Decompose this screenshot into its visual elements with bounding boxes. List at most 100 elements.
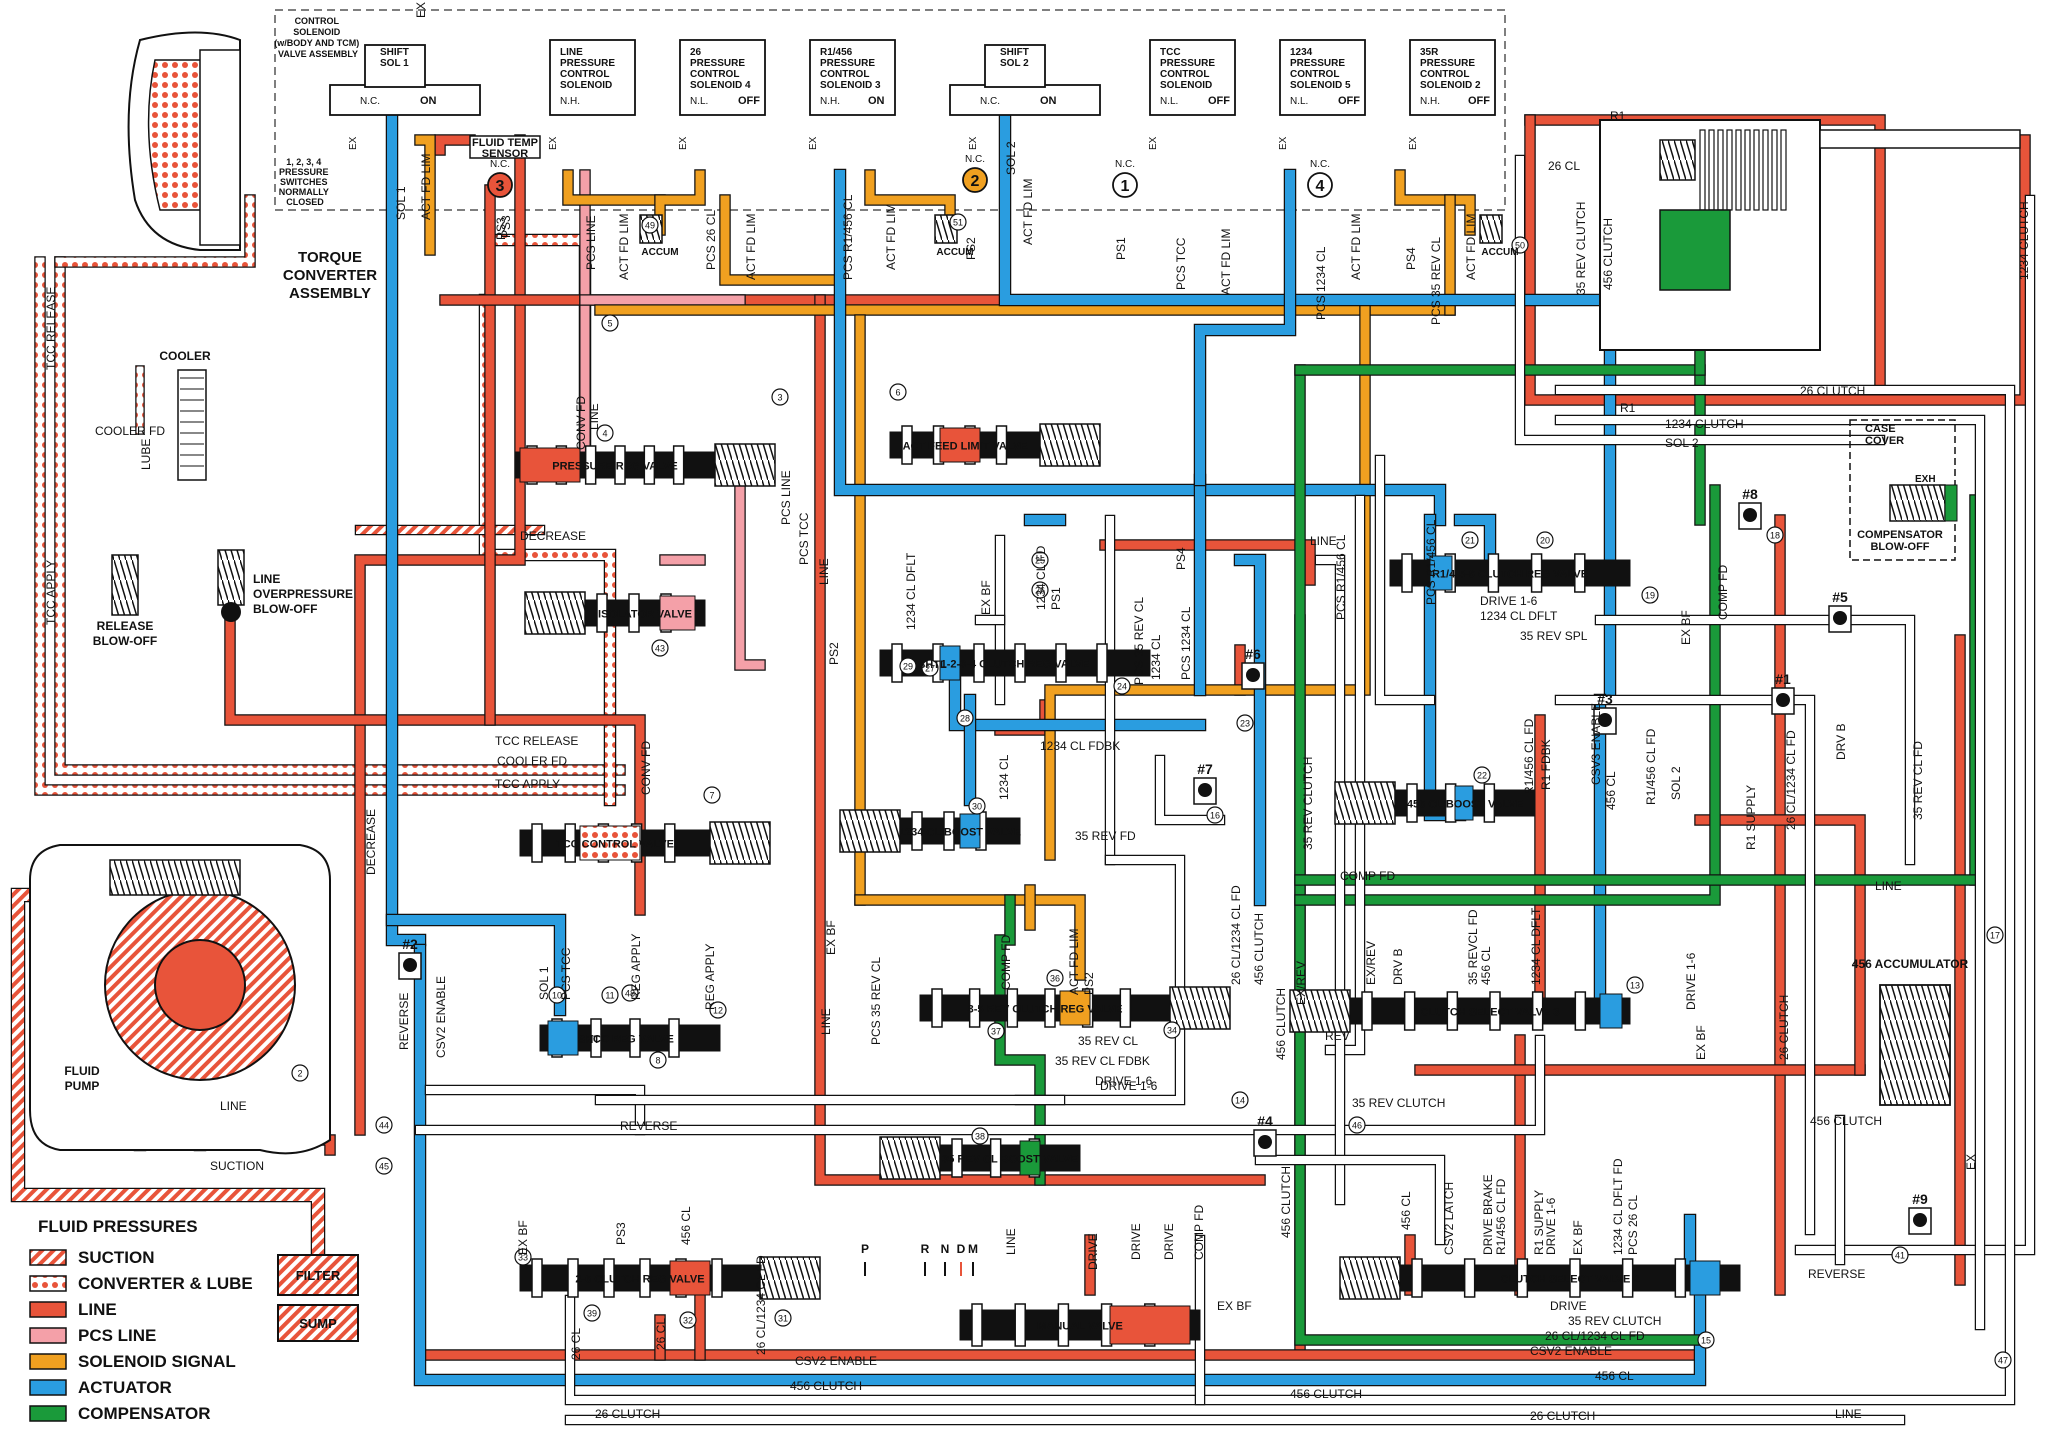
valve-land <box>1574 991 1587 1031</box>
passage-label: LINE <box>220 1099 247 1113</box>
orifice-number: 7 <box>709 791 714 801</box>
valve-land <box>943 811 955 851</box>
passage-label: 1234 CL DFLT <box>1480 609 1558 623</box>
solenoid-type: N.C. <box>980 96 1000 107</box>
valve-land <box>1361 991 1373 1031</box>
solenoid-type: N.H. <box>560 96 580 107</box>
solenoid-title: 26 <box>690 47 702 58</box>
orifice-number: 43 <box>655 644 665 654</box>
solenoid-title: CONTROL <box>1420 69 1469 80</box>
clutch-plate <box>1753 129 1760 211</box>
solenoid-exhaust-label: EX <box>808 136 819 150</box>
passage-sol <box>563 170 665 205</box>
solenoid-title: TCC <box>1160 47 1181 58</box>
orifice-marker <box>899 657 917 675</box>
passage-label: R1 <box>1610 109 1626 123</box>
solenoid-title: CONTROL <box>1160 69 1209 80</box>
passage-label: PS1 <box>1049 587 1063 610</box>
passage-label: ACT FD LIM <box>617 214 631 280</box>
passage-label: 1234 CL <box>1149 634 1163 680</box>
exh-label: EXH <box>1915 474 1936 485</box>
accumulator-label: ACCUM <box>936 247 973 258</box>
passage-label: 26 CL <box>569 1328 583 1360</box>
orifice-marker <box>1473 766 1491 784</box>
fluid-temp-sensor-box <box>469 135 541 159</box>
valve-land <box>1096 643 1108 683</box>
passage-dots <box>490 235 590 475</box>
solenoid-title: R1/456 <box>820 47 853 58</box>
valve-label: 3-5 REV CLUTCH REG VALVE <box>968 1004 1123 1016</box>
valve-land <box>531 823 543 863</box>
orifice-marker <box>774 1309 792 1327</box>
passage-label: CONV FD <box>639 741 653 795</box>
case-cover-label: COVER <box>1865 435 1904 447</box>
solenoid-title: SHIFT <box>1000 47 1029 58</box>
orifice-marker <box>649 1051 667 1069</box>
valve-spring <box>839 809 901 853</box>
passage-label: DRIVE <box>1129 1223 1143 1260</box>
passage-label: EX BF <box>1679 610 1693 645</box>
passage-label: PCS TCC <box>1174 237 1188 290</box>
pressure-switch-type: N.C. <box>1115 159 1135 170</box>
passage-label: DRV B <box>1391 949 1405 985</box>
passage-label: R1 SUPPLY <box>1744 785 1758 850</box>
passage-label: SOL 2 <box>1665 436 1699 450</box>
orifice-number: 47 <box>1998 1356 2008 1366</box>
checkball-ball <box>1743 508 1757 522</box>
passage-label: 35 REV CL FDBK <box>1055 1054 1150 1068</box>
orifice-marker <box>1236 714 1254 732</box>
valve-land-pressurized <box>669 1260 711 1296</box>
orifice-marker <box>1697 1331 1715 1349</box>
passage-label: SOL 1 <box>394 186 408 220</box>
passage-sol <box>855 895 1085 980</box>
valve-spring <box>879 1136 941 1180</box>
passage-label: COOLER FD <box>497 754 567 768</box>
valve-land-pressurized <box>519 447 581 483</box>
checkball-ball <box>1833 611 1847 625</box>
torque-converter-label: ASSEMBLY <box>289 285 371 302</box>
passage-line <box>225 605 645 915</box>
orifice-number: 38 <box>975 1132 985 1142</box>
shuttle-label: SHTL <box>918 659 947 671</box>
orifice-number: 32 <box>683 1316 693 1326</box>
orifice-number: 46 <box>1352 1121 1362 1131</box>
orifice-number: 4 <box>602 429 607 439</box>
solenoid-state: OFF <box>1208 95 1230 107</box>
valve-land <box>1574 553 1586 593</box>
solenoid-title: PRESSURE <box>1160 58 1215 69</box>
valve-land <box>989 1138 1002 1178</box>
legend-swatch <box>29 1249 67 1266</box>
checkball-label: #9 <box>1912 1191 1928 1207</box>
passage-label: R1/456 CL FD <box>1522 718 1536 795</box>
pressure-switch-note: 1, 2, 3, 4 PRESSURE SWITCHES NORMALLY CL… <box>279 157 332 207</box>
orifice-marker <box>601 986 619 1004</box>
passage-label: TCC APPLY <box>44 560 58 625</box>
solenoid-type: N.H. <box>1420 96 1440 107</box>
legend-swatch <box>29 1405 67 1422</box>
orifice-marker <box>1163 1021 1181 1039</box>
passage-label: 26 CL/1234 CL FD <box>1545 1329 1645 1343</box>
passage-label: PCS R1/456 CL <box>841 194 855 280</box>
passage-label: 456 CLUTCH <box>790 1379 862 1393</box>
passage-act <box>387 95 425 945</box>
passage-comp <box>1295 485 1720 905</box>
solenoid-title: CONTROL <box>560 69 609 80</box>
valve-label: 1-2-3-4 CLUTCH REG VALVE <box>941 659 1090 671</box>
solenoid-exhaust-label: EX <box>1278 136 1289 150</box>
clutch-plate <box>1780 129 1787 211</box>
passage-label: ACT FD LIM <box>1349 214 1363 280</box>
passage-label: EX BF <box>979 580 993 615</box>
passage-ex <box>416 1036 1544 1134</box>
legend-label: ACTUATOR <box>78 1378 172 1397</box>
valve-land-pressurized <box>1059 990 1091 1026</box>
valve-land-pressurized <box>1454 785 1474 821</box>
passage-label: REVERSE <box>620 1119 677 1133</box>
valve-label: 35 REV CL BOOST VALVE <box>942 1154 1078 1166</box>
orifice-number: 12 <box>713 1006 723 1016</box>
valve-land <box>567 1258 579 1298</box>
passage-ex <box>1256 1156 1444 1244</box>
passage-line <box>355 135 525 1135</box>
shift-solenoid-coil <box>364 44 426 88</box>
clutch-plate <box>1726 129 1733 211</box>
passage-label: DRIVE <box>1550 1299 1587 1313</box>
